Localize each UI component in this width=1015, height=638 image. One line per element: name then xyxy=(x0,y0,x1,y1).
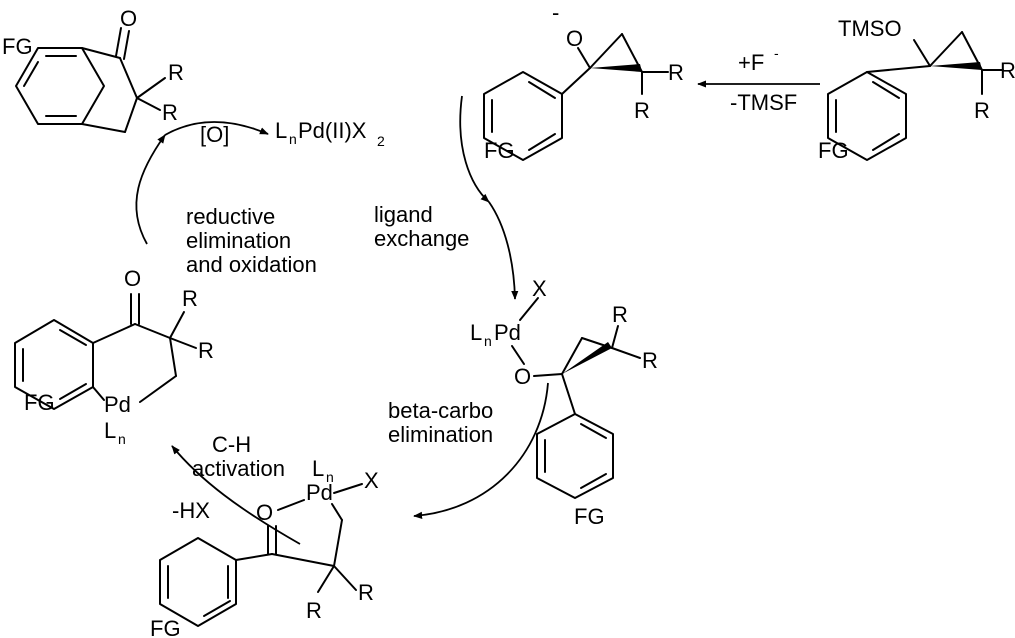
caption-ch-2: activation xyxy=(192,456,285,481)
caption-ligand-1: ligand xyxy=(374,202,433,227)
ketone-pd: Pd xyxy=(306,480,333,505)
cycle-arrow-ch-activation xyxy=(171,445,301,545)
pd-alkoxide-r2: R xyxy=(642,348,658,373)
cycle-arrow-oxidation xyxy=(164,121,269,136)
tmsf-label: -TMSF xyxy=(730,90,797,115)
ketone-x: X xyxy=(364,468,379,493)
fluoride-label: +F xyxy=(738,50,764,75)
indanone-r2: R xyxy=(162,100,178,125)
tmso-label: TMSO xyxy=(838,16,902,41)
oxide-charge: - xyxy=(552,0,559,25)
oxidant-label: [O] xyxy=(200,122,229,147)
caption-ligand-2: exchange xyxy=(374,226,469,251)
ketone-r1: R xyxy=(358,580,374,605)
indanone-fg: FG xyxy=(2,34,33,59)
pd-alkoxide-fg: FG xyxy=(574,504,605,529)
palladacycle-r1: R xyxy=(182,286,198,311)
pd-cyclopropoxide: L n Pd X O R R FG xyxy=(470,276,658,529)
caption-reductive-1: reductive xyxy=(186,204,275,229)
cp-r2: R xyxy=(634,98,650,123)
tms-cyclopropanol: TMSO R R FG xyxy=(818,16,1015,163)
caption-beta-1: beta-carbo xyxy=(388,398,493,423)
cycle-arrow-to-alkoxide xyxy=(488,201,519,300)
tms-fg: FG xyxy=(818,138,849,163)
pd-catalyst-body: Pd(II)X xyxy=(298,118,367,143)
alkyl-pd-ketone: L n Pd X O R R FG xyxy=(150,456,379,638)
cyclopropoxide: O - R R FG xyxy=(483,0,684,163)
tms-r1: R xyxy=(1000,58,1015,83)
caption-ch-1: C-H xyxy=(212,432,251,457)
tms-r2: R xyxy=(974,98,990,123)
pd-alkoxide-r1: R xyxy=(612,302,628,327)
ketone-oxygen: O xyxy=(256,500,273,525)
caption-beta-2: elimination xyxy=(388,422,493,447)
palladacycle-l: L xyxy=(104,418,116,443)
pd-catalyst-l: L xyxy=(275,118,287,143)
epoxide-oxygen: O xyxy=(566,26,583,51)
palladacycle-fg: FG xyxy=(24,390,55,415)
caption-reductive-2: elimination xyxy=(186,228,291,253)
indanone-product: O R R FG [O] xyxy=(2,6,229,147)
palladacycle-pd: Pd xyxy=(104,392,131,417)
ketone-fg: FG xyxy=(150,616,181,638)
cycle-arrow-ligand-exchange xyxy=(459,95,490,203)
ketone-n: n xyxy=(326,469,334,485)
pd-alkoxide-x: X xyxy=(532,276,547,301)
ketone-l: L xyxy=(312,456,324,481)
caption-hx: -HX xyxy=(172,498,210,523)
pd-alkoxide-n: n xyxy=(484,333,492,349)
palladacycle-n: n xyxy=(118,431,126,447)
ketone-r2: R xyxy=(306,598,322,623)
cp-r1: R xyxy=(668,60,684,85)
pd-catalyst-2: 2 xyxy=(377,133,385,149)
pd-catalyst: L n Pd(II)X 2 xyxy=(275,118,385,149)
caption-reductive-3: and oxidation xyxy=(186,252,317,277)
palladacycle: O R R Pd L n FG xyxy=(14,266,214,447)
cp-fg: FG xyxy=(484,138,515,163)
cycle-arrow-reductive-elimination xyxy=(135,134,166,245)
pd-alkoxide-pd: Pd xyxy=(494,320,521,345)
pd-alkoxide-oxygen: O xyxy=(514,364,531,389)
pd-alkoxide-l: L xyxy=(470,320,482,345)
indanone-oxygen: O xyxy=(120,6,137,31)
palladacycle-r2: R xyxy=(198,338,214,363)
fluoride-charge: - xyxy=(774,45,779,61)
cycle-arrow-beta-carbon xyxy=(413,382,549,519)
palladacycle-oxygen: O xyxy=(124,266,141,291)
indanone-r1: R xyxy=(168,60,184,85)
pd-catalyst-n: n xyxy=(289,131,297,147)
desilylation-step: +F - -TMSF xyxy=(697,45,820,115)
